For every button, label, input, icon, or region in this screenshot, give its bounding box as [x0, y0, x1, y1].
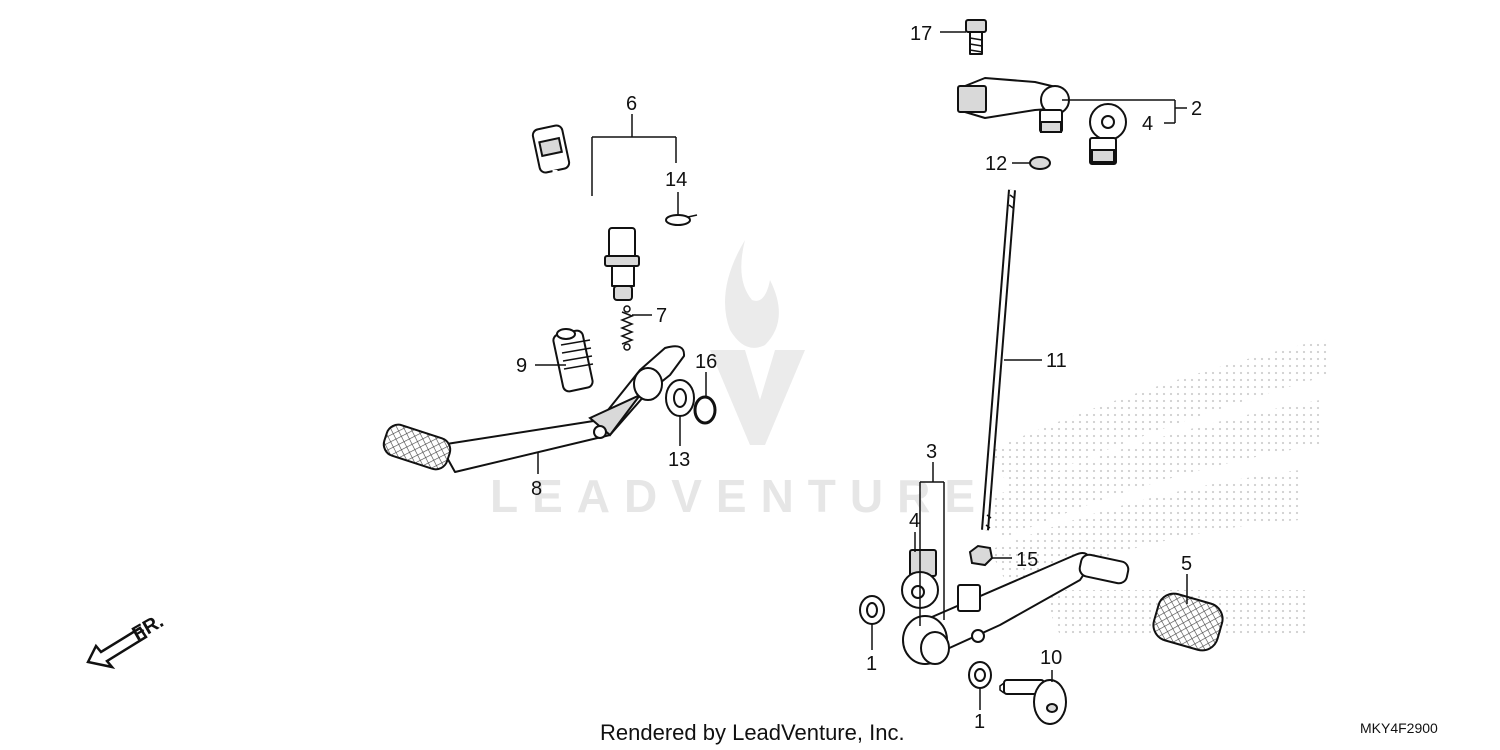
callout-15: 15: [1016, 549, 1038, 571]
callout-13: 13: [668, 449, 690, 471]
lower-nut-part[interactable]: [968, 544, 994, 567]
bolt-part[interactable]: [965, 19, 987, 55]
callout-2: 2: [1191, 98, 1202, 120]
washer-left-part[interactable]: [859, 595, 885, 625]
upper-nut-part[interactable]: [1029, 156, 1051, 170]
rendered-by-credit: Rendered by LeadVenture, Inc.: [600, 720, 905, 745]
snap-ring-part[interactable]: [693, 395, 717, 425]
watermark-logo-graphic: [710, 240, 805, 445]
callout-10: 10: [1040, 647, 1062, 669]
joint-upper-part[interactable]: [1089, 103, 1127, 165]
front-direction-arrow: FR.: [86, 610, 167, 669]
neutral-switch-part[interactable]: [531, 124, 640, 301]
callout-14: 14: [665, 169, 687, 191]
washer-part[interactable]: [665, 379, 695, 417]
callout-9: 9: [516, 355, 527, 377]
small-spring-part[interactable]: [619, 305, 635, 351]
watermark-brand-text: LEADVENTURE: [490, 470, 989, 522]
callout-11: 11: [1046, 350, 1067, 372]
diagram-code: MKY4F2900: [1360, 720, 1438, 736]
callout-labels: 6 14 7 9 16 13 8 17 2 4 12 11 3 4 15 5 1…: [516, 23, 1202, 733]
callout-1-left: 1: [866, 653, 877, 675]
callout-4-upper: 4: [1142, 113, 1153, 135]
washer-bottom-part[interactable]: [968, 661, 992, 689]
callout-4-lower: 4: [909, 510, 920, 532]
callout-17: 17: [910, 23, 932, 45]
callout-5: 5: [1181, 553, 1192, 575]
leader-lines: [535, 31, 1188, 710]
pivot-bolt-part[interactable]: [999, 679, 1067, 725]
upper-shift-arm-part[interactable]: [957, 77, 1070, 133]
brake-pedal-part[interactable]: [381, 345, 686, 473]
callout-8: 8: [531, 478, 542, 500]
callout-1-bottom: 1: [974, 711, 985, 733]
callout-7: 7: [656, 305, 667, 327]
callout-6: 6: [626, 93, 637, 115]
callout-16: 16: [695, 351, 717, 373]
pedal-rubber-part[interactable]: [1150, 590, 1227, 654]
callout-12: 12: [985, 153, 1007, 175]
callout-3: 3: [926, 441, 937, 463]
shift-pedal-part[interactable]: [902, 552, 1130, 665]
clip-part[interactable]: [665, 214, 698, 226]
shift-rod-part[interactable]: [981, 189, 1016, 531]
return-spring-part[interactable]: [552, 328, 594, 393]
